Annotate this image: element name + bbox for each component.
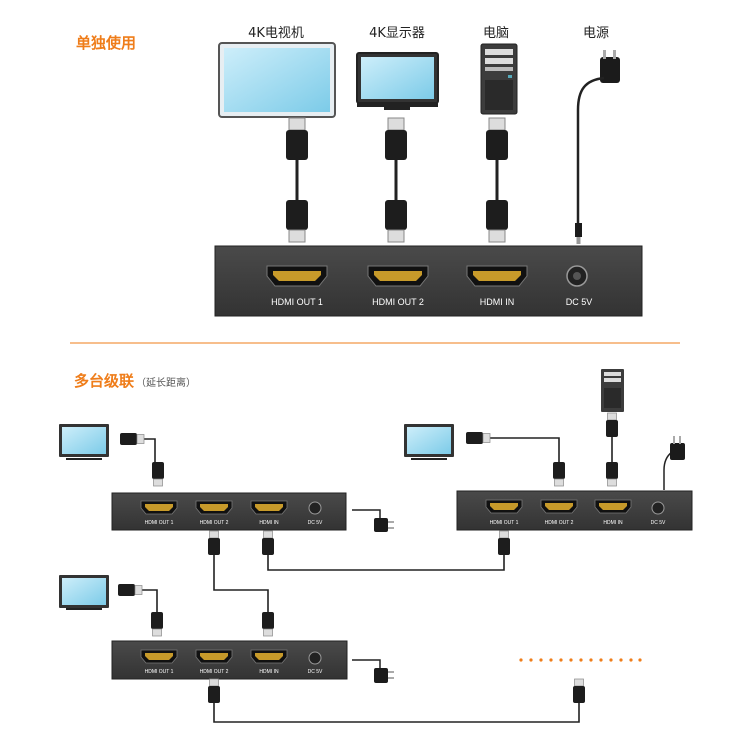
section-title-single: 单独使用 bbox=[76, 34, 137, 52]
monitor-icon bbox=[356, 52, 439, 110]
label-computer: 电脑 bbox=[482, 26, 509, 41]
tv-icon-c bbox=[59, 575, 109, 610]
cable-cascade-a-to-c bbox=[213, 555, 269, 614]
section-title-cascade: 多台级联（延长距离） bbox=[74, 370, 196, 391]
tv-icon bbox=[218, 42, 336, 118]
cable-computer bbox=[485, 117, 509, 243]
a-port-label-out2: HDMI OUT 2 bbox=[200, 520, 229, 526]
b-port-label-in: HDMI IN bbox=[603, 520, 623, 526]
continuation-dots bbox=[519, 658, 642, 662]
power-adapter-b bbox=[663, 436, 685, 490]
main-port-label-dc: DC 5V bbox=[566, 297, 593, 307]
power-adapter-icon bbox=[575, 50, 620, 244]
cable-tv-b bbox=[475, 437, 560, 462]
main-port-label-out2: HDMI OUT 2 bbox=[372, 297, 424, 307]
cascade-subtitle: （延长距离） bbox=[136, 378, 197, 389]
cable-monitor bbox=[384, 117, 408, 243]
c-port-label-out1: HDMI OUT 1 bbox=[145, 669, 174, 675]
a-port-label-in: HDMI IN bbox=[259, 520, 279, 526]
b-port-label-dc: DC 5V bbox=[651, 520, 666, 526]
label-tv: 4K电视机 bbox=[248, 26, 304, 41]
label-power: 电源 bbox=[582, 26, 609, 41]
b-port-label-out1: HDMI OUT 1 bbox=[490, 520, 519, 526]
c-port-label-in: HDMI IN bbox=[259, 669, 279, 675]
power-adapter-a bbox=[352, 509, 394, 532]
tv-icon-b bbox=[404, 424, 454, 460]
a-port-label-dc: DC 5V bbox=[308, 520, 323, 526]
cable-cascade-a-to-b bbox=[267, 555, 505, 571]
computer-icon-small bbox=[601, 369, 624, 412]
splitter-unit-b bbox=[456, 490, 693, 531]
c-port-label-out2: HDMI OUT 2 bbox=[200, 669, 229, 675]
cascade-title-text: 多台级联 bbox=[74, 372, 135, 390]
cable-tv bbox=[285, 117, 309, 243]
splitter-panel-main bbox=[214, 245, 643, 317]
label-monitor: 4K显示器 bbox=[369, 26, 425, 41]
tv-icon-a bbox=[59, 424, 109, 460]
main-port-label-in: HDMI IN bbox=[480, 297, 515, 307]
b-port-label-out2: HDMI OUT 2 bbox=[545, 520, 574, 526]
splitter-unit-a bbox=[111, 492, 347, 531]
main-port-label-out1: HDMI OUT 1 bbox=[271, 297, 323, 307]
power-adapter-c bbox=[352, 659, 394, 683]
cable-cascade-c-onward bbox=[213, 703, 580, 723]
c-port-label-dc: DC 5V bbox=[308, 669, 323, 675]
splitter-unit-c bbox=[111, 640, 348, 680]
computer-icon bbox=[480, 43, 518, 115]
a-port-label-out1: HDMI OUT 1 bbox=[145, 520, 174, 526]
